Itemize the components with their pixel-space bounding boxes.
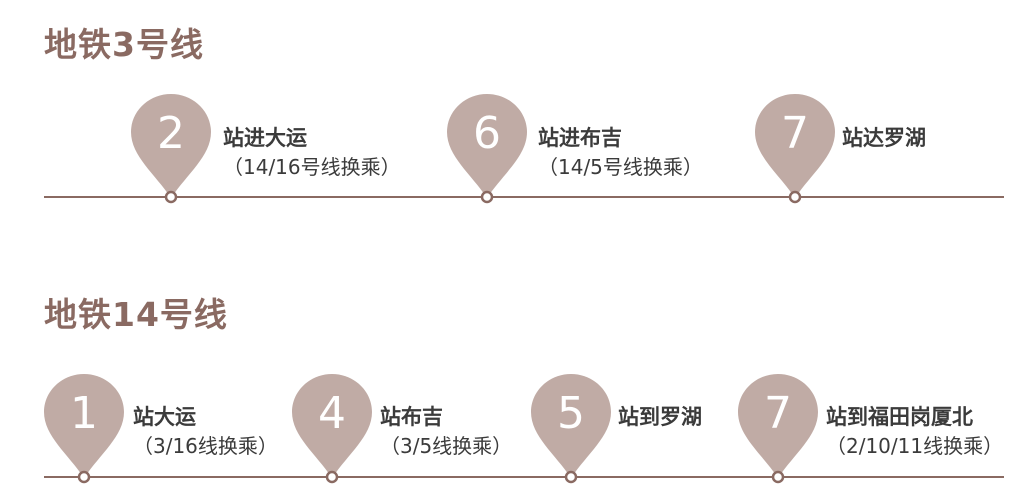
station-name: 站布吉 bbox=[380, 405, 443, 429]
map-pin-icon: 7 bbox=[755, 94, 835, 204]
station-name: 站达罗湖 bbox=[842, 126, 926, 150]
line-title-3: 地铁3号线 bbox=[44, 25, 204, 64]
map-pin-icon: 7 bbox=[738, 374, 818, 484]
station-number: 7 bbox=[781, 108, 809, 159]
transfer-note: （14/16号线换乘） bbox=[223, 155, 401, 179]
line-track-14 bbox=[44, 476, 1004, 478]
map-pin-icon: 5 bbox=[531, 374, 611, 484]
line-track-3 bbox=[44, 196, 1004, 198]
station-number: 6 bbox=[473, 108, 501, 159]
transfer-note: （14/5号线换乘） bbox=[538, 155, 703, 179]
transfer-note: （3/16线换乘） bbox=[133, 434, 278, 458]
station-name: 站大运 bbox=[133, 405, 196, 429]
station-number: 1 bbox=[70, 388, 98, 439]
station-name: 站到罗湖 bbox=[618, 405, 702, 429]
map-pin-icon: 6 bbox=[447, 94, 527, 204]
transfer-note: （3/5线换乘） bbox=[380, 434, 513, 458]
station-number: 5 bbox=[557, 388, 585, 439]
station-number: 2 bbox=[157, 108, 185, 159]
map-pin-icon: 2 bbox=[131, 94, 211, 204]
map-pin-icon: 1 bbox=[44, 374, 124, 484]
station-number: 7 bbox=[764, 388, 792, 439]
transfer-note: （2/10/11线换乘） bbox=[826, 434, 1004, 458]
line-title-14: 地铁14号线 bbox=[44, 295, 228, 334]
station-name: 站到福田岗厦北 bbox=[826, 405, 973, 429]
station-number: 4 bbox=[318, 388, 346, 439]
map-pin-icon: 4 bbox=[292, 374, 372, 484]
station-name: 站进布吉 bbox=[538, 126, 622, 150]
station-name: 站进大运 bbox=[223, 126, 307, 150]
